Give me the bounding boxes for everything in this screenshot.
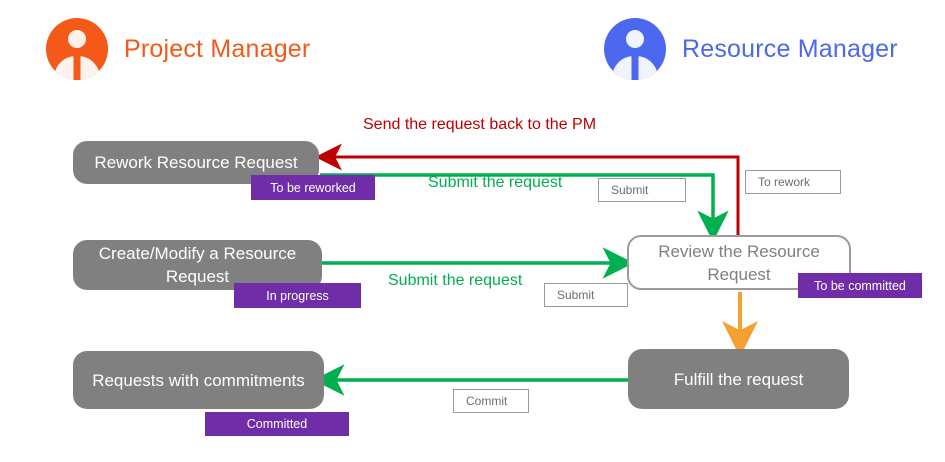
status-badge-label: Committed xyxy=(246,417,308,431)
task-label: Requests with commitments xyxy=(92,370,305,390)
task-box-requests-with-commitments[interactable]: Requests with commitments xyxy=(73,351,324,409)
action-chip-label: Submit xyxy=(611,183,649,197)
status-badge-label: In progress xyxy=(266,288,329,303)
person-avatar-icon xyxy=(46,18,108,80)
flow-label-submit-the-request-top: Submit the request xyxy=(428,174,563,191)
action-chip-label: To rework xyxy=(758,175,811,189)
task-box-create-modify-resource-request[interactable]: Create/Modify a Resource Request xyxy=(73,240,322,290)
action-chip-commit[interactable]: Commit xyxy=(453,389,529,413)
action-chip-submit-rework[interactable]: Submit xyxy=(598,178,686,202)
flow-label-send-back-to-pm: Send the request back to the PM xyxy=(363,116,597,133)
status-badge-label: To be committed xyxy=(814,278,906,293)
role-header-project-manager: Project Manager xyxy=(46,18,310,80)
task-label: Fulfill the request xyxy=(673,369,804,389)
task-label: Create/Modify a Resource Request xyxy=(98,244,297,286)
status-badge-in-progress: In progress xyxy=(234,283,361,308)
role-label-resource-manager: Resource Manager xyxy=(682,34,898,63)
action-chip-label: Submit xyxy=(557,288,595,302)
action-chip-submit-create[interactable]: Submit xyxy=(544,283,628,307)
role-label-project-manager: Project Manager xyxy=(124,34,311,63)
person-avatar-icon xyxy=(604,18,666,80)
arrow-submit-rework-to-review xyxy=(320,173,729,242)
task-label: Rework Resource Request xyxy=(94,153,298,172)
role-header-resource-manager: Resource Manager xyxy=(604,18,898,80)
arrow-send-back-to-pm xyxy=(315,143,740,236)
task-box-fulfill-the-request[interactable]: Fulfill the request xyxy=(628,349,849,409)
task-label: Review the Resource Request xyxy=(658,241,820,284)
task-box-rework-resource-request[interactable]: Rework Resource Request xyxy=(73,141,319,184)
status-badge-label: To be reworked xyxy=(270,180,356,195)
status-badge-to-be-committed: To be committed xyxy=(798,273,922,298)
action-chip-label: Commit xyxy=(466,394,508,408)
flow-label-submit-the-request-middle: Submit the request xyxy=(388,272,523,289)
status-badge-committed: Committed xyxy=(205,412,349,436)
action-chip-to-rework[interactable]: To rework xyxy=(745,170,841,194)
status-badge-to-be-reworked: To be reworked xyxy=(251,175,375,200)
